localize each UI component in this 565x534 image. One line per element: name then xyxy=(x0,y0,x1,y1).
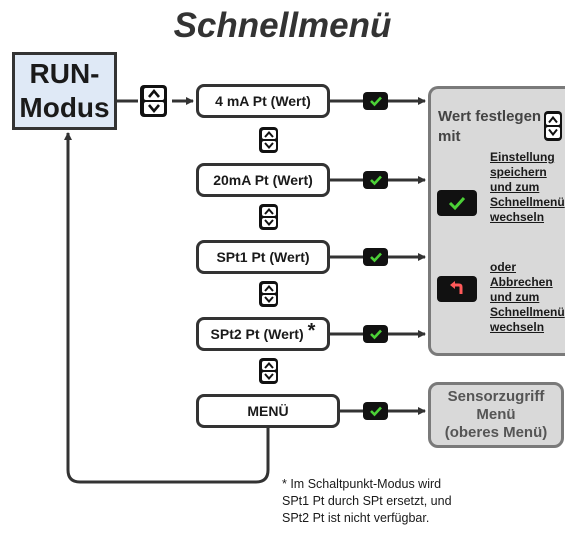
save-line: wechseln xyxy=(490,210,545,224)
enter-key[interactable] xyxy=(363,402,388,420)
save-line: Schnellmenü xyxy=(490,195,565,209)
chevron-up-down-icon xyxy=(261,361,276,381)
sensor-access-menu-box[interactable]: Sensorzugriff Menü (oberes Menü) xyxy=(428,382,564,448)
menu-item-label: 20mA Pt (Wert) xyxy=(213,172,313,188)
checkmark-icon xyxy=(369,406,382,417)
checkmark-icon xyxy=(369,96,382,107)
footnote-marker: * xyxy=(307,320,316,342)
panel-title-line1: Wert festlegen xyxy=(438,108,542,125)
footnote: * Im Schaltpunkt-Modus wird SPt1 Pt durc… xyxy=(282,476,452,527)
enter-key[interactable] xyxy=(363,248,388,266)
checkmark-icon xyxy=(369,252,382,263)
up-down-key[interactable] xyxy=(259,358,278,384)
menu-item-menu[interactable]: MENÜ xyxy=(196,394,340,428)
menu-item-label: SPt1 Pt (Wert) xyxy=(216,249,310,265)
cancel-key[interactable] xyxy=(437,276,477,302)
chevron-up-down-icon xyxy=(261,207,276,227)
enter-key[interactable] xyxy=(363,171,388,189)
up-down-key[interactable] xyxy=(544,111,562,141)
menu-item-4ma[interactable]: 4 mA Pt (Wert) xyxy=(196,84,330,118)
checkmark-icon xyxy=(448,196,466,211)
menu-item-label: SPt2 Pt (Wert) xyxy=(210,326,304,342)
menu-item-spt1[interactable]: SPt1 Pt (Wert) xyxy=(196,240,330,274)
footnote-line: SPt1 Pt durch SPt ersetzt, und xyxy=(282,494,452,508)
enter-key[interactable] xyxy=(363,325,388,343)
cancel-line: oder xyxy=(490,260,517,274)
menu-item-spt2[interactable]: SPt2 Pt (Wert) * xyxy=(196,317,330,351)
sensor-line1: Sensorzugriff xyxy=(447,388,545,405)
checkmark-icon xyxy=(369,175,382,186)
up-down-key[interactable] xyxy=(259,281,278,307)
cancel-instructions: oder Abbrechen und zum Schnellmenü wechs… xyxy=(490,260,565,335)
save-key[interactable] xyxy=(437,190,477,216)
sensor-line2: Menü xyxy=(476,406,516,423)
footnote-line: SPt2 Pt ist nicht verfügbar. xyxy=(282,511,430,525)
save-instructions: Einstellung speichern und zum Schnellmen… xyxy=(490,150,565,225)
page-title: Schnellmenü xyxy=(173,6,392,45)
menu-item-20ma[interactable]: 20mA Pt (Wert) xyxy=(196,163,330,197)
menu-item-label: 4 mA Pt (Wert) xyxy=(215,93,311,109)
return-arrow-icon xyxy=(450,281,463,294)
cancel-line: wechseln xyxy=(490,320,545,334)
save-line: und zum xyxy=(490,180,540,194)
cancel-line: Schnellmenü xyxy=(490,305,565,319)
up-down-key[interactable] xyxy=(259,127,278,153)
save-line: Einstellung xyxy=(490,150,555,164)
up-down-key[interactable] xyxy=(140,85,167,117)
chevron-up-down-icon xyxy=(143,88,164,114)
chevron-up-down-icon xyxy=(261,284,276,304)
chevron-up-down-icon xyxy=(261,130,276,150)
menu-item-label: MENÜ xyxy=(247,403,289,419)
checkmark-icon xyxy=(369,329,382,340)
set-value-panel xyxy=(428,86,565,356)
run-mode-box: RUN- Modus xyxy=(12,52,117,130)
up-down-key[interactable] xyxy=(259,204,278,230)
footnote-line: * Im Schaltpunkt-Modus wird xyxy=(282,477,442,491)
cancel-line: und zum xyxy=(490,290,540,304)
sensor-line3: (oberes Menü) xyxy=(444,424,548,441)
chevron-up-down-icon xyxy=(546,114,560,138)
save-line: speichern xyxy=(490,165,547,179)
panel-title-line2: mit xyxy=(438,128,461,145)
run-mode-line1: RUN- xyxy=(29,58,100,89)
run-mode-line2: Modus xyxy=(19,92,110,123)
return-loop-arrow xyxy=(64,132,270,484)
enter-key[interactable] xyxy=(363,92,388,110)
cancel-line: Abbrechen xyxy=(490,275,553,289)
